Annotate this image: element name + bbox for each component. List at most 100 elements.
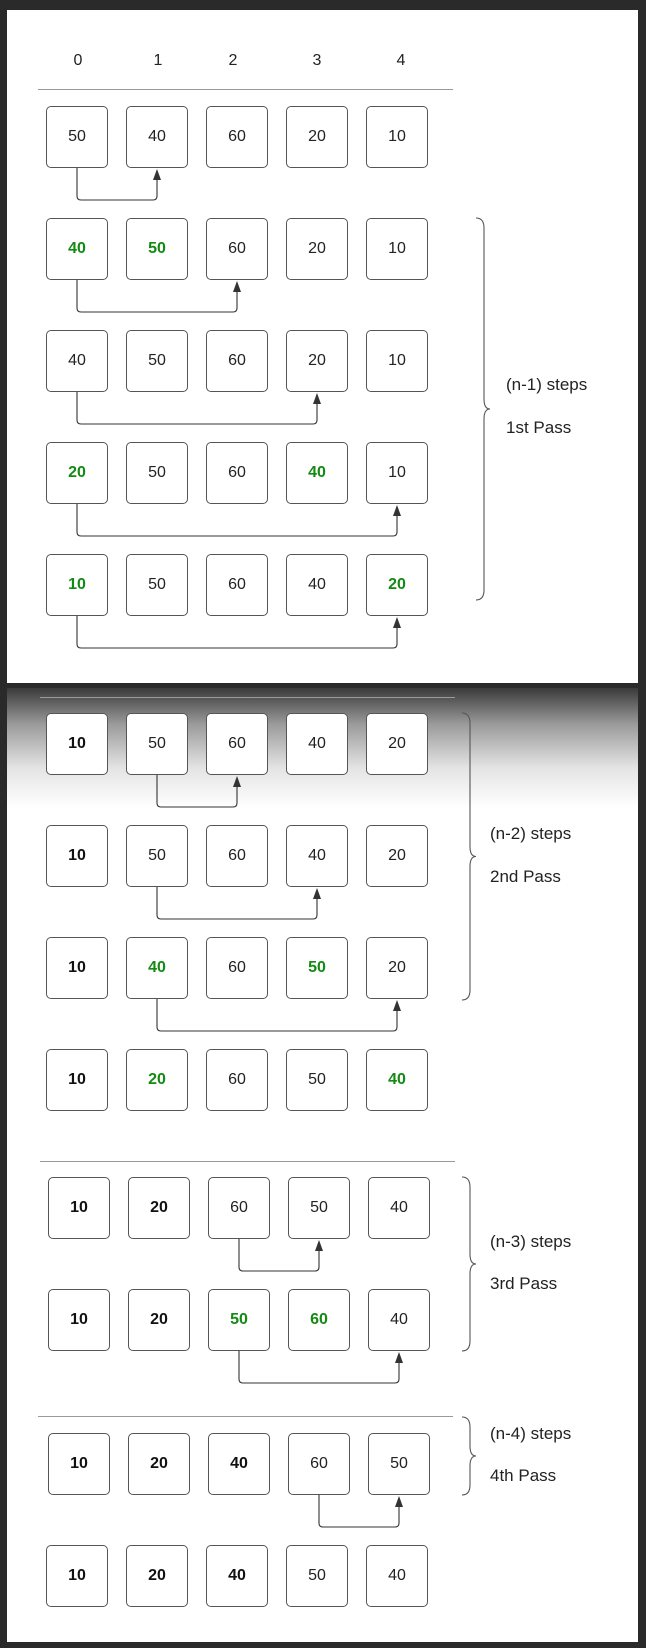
comparison-arrow <box>76 616 398 649</box>
array-cell: 60 <box>288 1289 350 1351</box>
pass-2-steps-label: (n-2) steps <box>490 824 572 843</box>
array-cell: 60 <box>206 713 268 775</box>
array-cell: 60 <box>288 1433 350 1495</box>
array-cell: 20 <box>128 1289 190 1351</box>
array-cell: 50 <box>126 713 188 775</box>
array-cell: 50 <box>286 1545 348 1607</box>
array-cell: 60 <box>206 937 268 999</box>
array-cell: 10 <box>46 825 108 887</box>
array-cell: 60 <box>206 825 268 887</box>
array-cell: 10 <box>366 330 428 392</box>
array-cell: 10 <box>46 937 108 999</box>
array-cell: 40 <box>286 554 348 616</box>
array-cell: 20 <box>366 825 428 887</box>
pass-4-name-label: 4th Pass <box>490 1466 557 1485</box>
array-cell: 50 <box>126 825 188 887</box>
array-cell: 20 <box>366 554 428 616</box>
array-cell: 50 <box>46 106 108 168</box>
array-cell: 40 <box>368 1177 430 1239</box>
pass-4-brace <box>461 1416 477 1496</box>
array-cell: 20 <box>128 1433 190 1495</box>
comparison-arrow <box>156 775 238 808</box>
array-cell: 50 <box>368 1433 430 1495</box>
array-cell: 40 <box>368 1289 430 1351</box>
pass-2-brace <box>461 712 477 1001</box>
array-cell: 50 <box>126 330 188 392</box>
array-cell: 10 <box>48 1177 110 1239</box>
arrow-head-icon <box>393 1000 401 1011</box>
index-label-4: 4 <box>396 52 406 69</box>
array-cell: 50 <box>208 1289 270 1351</box>
array-cell: 50 <box>288 1177 350 1239</box>
array-cell: 40 <box>286 825 348 887</box>
array-cell: 10 <box>48 1289 110 1351</box>
array-cell: 10 <box>46 1545 108 1607</box>
array-cell: 50 <box>286 937 348 999</box>
arrow-head-icon <box>395 1496 403 1507</box>
array-cell: 20 <box>46 442 108 504</box>
array-cell: 40 <box>46 218 108 280</box>
index-label-2: 2 <box>228 52 238 69</box>
arrow-head-icon <box>393 617 401 628</box>
array-cell: 40 <box>286 713 348 775</box>
array-cell: 20 <box>286 106 348 168</box>
array-cell: 60 <box>206 442 268 504</box>
array-cell: 20 <box>366 937 428 999</box>
index-label-0: 0 <box>73 52 83 69</box>
arrow-head-icon <box>153 169 161 180</box>
comparison-arrow <box>76 392 318 425</box>
array-cell: 10 <box>366 218 428 280</box>
array-cell: 20 <box>126 1049 188 1111</box>
index-label-3: 3 <box>312 52 322 69</box>
array-cell: 10 <box>48 1433 110 1495</box>
array-cell: 40 <box>286 442 348 504</box>
array-cell: 40 <box>126 106 188 168</box>
arrow-head-icon <box>233 776 241 787</box>
pass-divider <box>40 1161 455 1162</box>
array-cell: 40 <box>206 1545 268 1607</box>
array-cell: 60 <box>206 106 268 168</box>
pass-3-steps-label: (n-3) steps <box>490 1232 572 1251</box>
array-cell: 60 <box>206 330 268 392</box>
array-cell: 20 <box>286 330 348 392</box>
pass-3-brace <box>461 1176 477 1352</box>
array-cell: 40 <box>366 1545 428 1607</box>
pass-4-steps-label: (n-4) steps <box>490 1424 572 1443</box>
pass-1-brace <box>475 217 491 601</box>
pass-2-name-label: 2nd Pass <box>490 867 561 886</box>
array-cell: 60 <box>208 1177 270 1239</box>
arrow-head-icon <box>315 1240 323 1251</box>
array-cell: 20 <box>366 713 428 775</box>
array-cell: 20 <box>286 218 348 280</box>
array-cell: 20 <box>128 1177 190 1239</box>
array-cell: 40 <box>366 1049 428 1111</box>
array-cell: 50 <box>286 1049 348 1111</box>
arrow-head-icon <box>313 393 321 404</box>
array-cell: 50 <box>126 218 188 280</box>
pass-1-name-label: 1st Pass <box>506 418 572 437</box>
arrow-head-icon <box>313 888 321 899</box>
array-cell: 10 <box>366 442 428 504</box>
comparison-arrow <box>238 1351 400 1384</box>
array-cell: 50 <box>126 442 188 504</box>
comparison-arrow <box>76 168 158 201</box>
array-cell: 40 <box>126 937 188 999</box>
pass-divider <box>38 1416 453 1417</box>
arrow-head-icon <box>393 505 401 516</box>
pass-divider <box>40 697 455 698</box>
comparison-arrow <box>76 504 398 537</box>
comparison-arrow <box>156 887 318 920</box>
array-cell: 10 <box>46 713 108 775</box>
array-cell: 20 <box>126 1545 188 1607</box>
array-cell: 60 <box>206 218 268 280</box>
array-cell: 40 <box>208 1433 270 1495</box>
comparison-arrow <box>156 999 398 1032</box>
index-divider <box>38 89 453 90</box>
array-cell: 10 <box>46 554 108 616</box>
array-cell: 10 <box>46 1049 108 1111</box>
array-cell: 60 <box>206 554 268 616</box>
arrow-head-icon <box>233 281 241 292</box>
array-cell: 50 <box>126 554 188 616</box>
